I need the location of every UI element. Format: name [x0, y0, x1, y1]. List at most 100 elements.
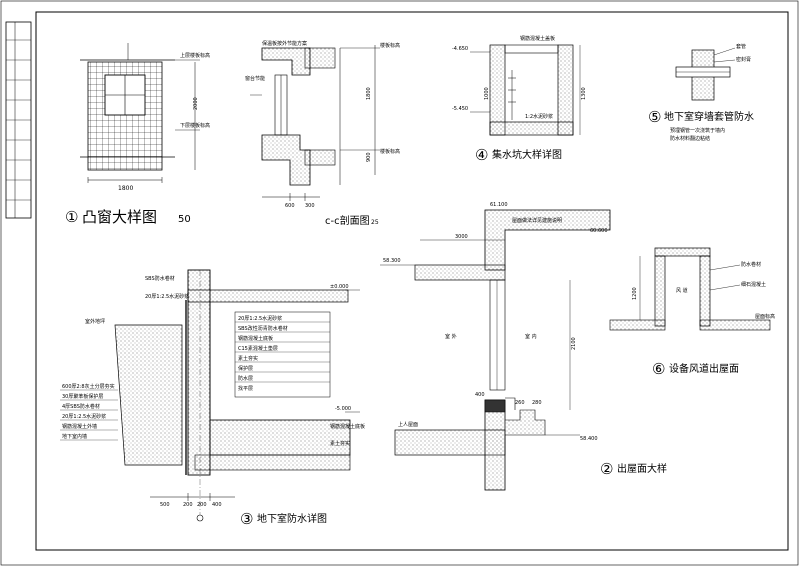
cc-note-d: 楼板标高 — [380, 148, 400, 155]
title-5-number: ⑤ — [648, 108, 661, 126]
d3-elev-b: -5.000 — [335, 406, 351, 412]
title-cc-scale: 25 — [371, 219, 379, 226]
legend-row: 钢筋混凝土底板 — [238, 335, 273, 342]
detail-5-wall-sleeve — [675, 47, 736, 101]
cc-dim-a: 600 — [285, 203, 295, 209]
title-5-text: 地下室穿墙套管防水 — [664, 110, 754, 123]
detail1-dim-width: 1800 — [118, 185, 133, 192]
d5-note-b: 密封膏 — [736, 56, 751, 63]
detail1-dim-height: 2000 — [193, 97, 199, 110]
d2-note-a: 屋面做法详见建施说明 — [512, 217, 562, 224]
d4-dim-b: 1300 — [581, 87, 587, 100]
d6-note-c: 屋面标高 — [755, 313, 775, 320]
cc-note-a: 保温板按外节能方案 — [262, 40, 307, 47]
detail-6-duct — [609, 247, 771, 331]
d4-note-a: 钢筋混凝土盖板 — [520, 35, 555, 42]
d3-dim-c: 200 — [197, 502, 207, 508]
cc-dim-d: 900 — [366, 152, 372, 162]
legend-left-row: 20厚1:2.5水泥砂浆 — [62, 413, 106, 420]
detail-cc-section — [250, 45, 380, 201]
title-2-text: 出屋面大样 — [617, 462, 667, 475]
d6-dim-a: 1200 — [632, 287, 638, 300]
title-6-text: 设备风道出屋面 — [669, 362, 739, 375]
legend-left-row: 30厚聚苯板保护层 — [62, 393, 103, 400]
legend-left-row: 钢筋混凝土外墙 — [62, 423, 97, 430]
d3-legend-right: 20厚1:2.5水泥砂浆 SBS改性沥青防水卷材 钢筋混凝土底板 C15素混凝土… — [238, 315, 288, 392]
detail-4-sump-pit — [470, 44, 581, 136]
d2-elev-c: 58.300 — [383, 258, 401, 264]
d5-note-c: 预埋钢管一次浇筑于墙内 — [670, 127, 725, 134]
detail-3-basement-waterproofing — [60, 269, 360, 522]
title-6-number: ⑥ — [652, 360, 665, 378]
cc-dim-b: 300 — [305, 203, 315, 209]
d4-note-b: 1:2水泥砂浆 — [525, 113, 553, 120]
d2-elev-d: 58.400 — [580, 436, 598, 442]
d2-label-out: 室 外 — [445, 333, 457, 340]
d6-note-b: 细石混凝土 — [741, 281, 766, 288]
detail1-note-top: 上层楼板标高 — [180, 52, 210, 59]
d3-elev-a: ±0.000 — [330, 284, 349, 290]
cc-note-b: 窗台节能 — [245, 75, 265, 82]
d2-dim-b: 400 — [475, 392, 485, 398]
d3-note-b: 20厚1:2.5水泥砂浆 — [145, 293, 189, 300]
cc-note-c: 楼板标高 — [380, 42, 400, 49]
d4-elev-b: -5.450 — [452, 106, 468, 112]
d3-note-c: 钢筋混凝土底板 — [330, 423, 365, 430]
d2-note-b: 上人屋面 — [398, 421, 418, 428]
title-detail-5: ⑤ 地下室穿墙套管防水 — [648, 108, 754, 126]
legend-left-row: 600厚2:8灰土分层夯实 — [62, 383, 115, 390]
d5-note-d: 防水材料翻边粘结 — [670, 135, 710, 142]
title-detail-2: ② 出屋面大样 — [600, 460, 667, 478]
title-1-scale: 50 — [178, 214, 191, 225]
cc-dim-c: 1800 — [366, 87, 372, 100]
title-strip — [5, 21, 32, 219]
legend-row: 保护层 — [238, 365, 253, 372]
title-detail-1: ① 凸窗大样图 50 — [65, 208, 191, 226]
legend-row: 20厚1:2.5水泥砂浆 — [238, 315, 282, 322]
detail-2-roof-exit — [380, 209, 611, 491]
legend-row: 素土夯实 — [238, 355, 258, 362]
inner-border — [35, 11, 789, 551]
title-1-text: 凸窗大样图 — [82, 208, 157, 226]
title-detail-4: ④ 集水坑大样详图 — [475, 146, 562, 164]
d3-note-ground: 室外地坪 — [85, 318, 105, 325]
d2-dim-e: 2100 — [571, 337, 577, 350]
legend-left-row: 4厚SBS防水卷材 — [62, 403, 100, 410]
d3-dim-b: 200 — [183, 502, 193, 508]
title-4-text: 集水坑大样详图 — [492, 148, 562, 161]
title-detail-6: ⑥ 设备风道出屋面 — [652, 360, 739, 378]
legend-left-row: 地下室内墙 — [62, 433, 87, 440]
legend-row: C15素混凝土垫层 — [238, 345, 278, 352]
detail-1-bay-window — [80, 43, 200, 183]
title-cc-text: c-c剖面图 — [325, 214, 370, 227]
d4-elev-a: -4.650 — [452, 46, 468, 52]
d2-dim-d: 280 — [532, 400, 542, 406]
title-4-number: ④ — [475, 146, 488, 164]
title-detail-3: ③ 地下室防水详图 — [240, 510, 327, 528]
d6-note-a: 防水卷材 — [741, 261, 761, 268]
legend-row: SBS改性沥青防水卷材 — [238, 325, 288, 332]
title-3-number: ③ — [240, 510, 253, 528]
d2-label-in: 室 内 — [525, 333, 537, 340]
title-3-text: 地下室防水详图 — [257, 512, 327, 525]
detail1-note-bottom: 下层楼板标高 — [180, 122, 210, 129]
d4-dim-a: 1000 — [484, 87, 490, 100]
d2-elev-b: 60.600 — [590, 228, 608, 234]
title-2-number: ② — [600, 460, 613, 478]
legend-row: 防水层 — [238, 375, 253, 382]
d3-note-a: SBS防水卷材 — [145, 275, 175, 282]
d5-note-a: 套管 — [736, 43, 746, 50]
d2-elev-a: 61.100 — [490, 202, 508, 208]
legend-row: 找平层 — [238, 385, 253, 392]
d3-legend-left: 600厚2:8灰土分层夯实 30厚聚苯板保护层 4厚SBS防水卷材 20厚1:2… — [62, 383, 115, 440]
title-detail-cc: c-c剖面图 25 — [325, 214, 379, 227]
d2-dim-a: 3000 — [455, 234, 468, 240]
d3-dim-d: 400 — [212, 502, 222, 508]
d2-dim-c: 260 — [515, 400, 525, 406]
d3-dim-a: 500 — [160, 502, 170, 508]
d6-label-duct: 风 道 — [676, 287, 688, 294]
title-1-number: ① — [65, 208, 78, 226]
